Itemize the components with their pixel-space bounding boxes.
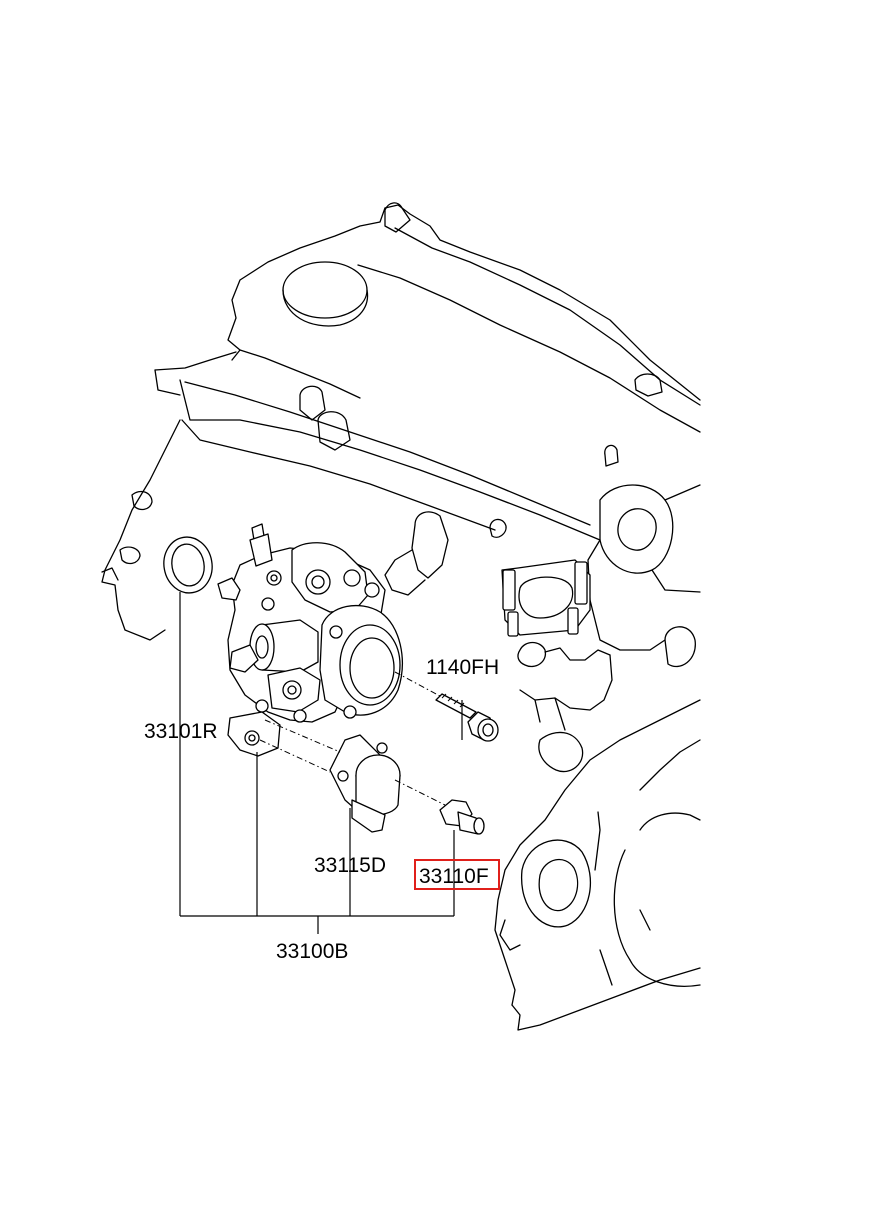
label-33110f[interactable]: 33110F [419, 865, 489, 888]
label-33101r: 33101R [144, 720, 218, 743]
leader-lines [179, 592, 463, 934]
flange-bolt [435, 693, 499, 742]
label-33100b: 33100B [276, 940, 348, 963]
plug-bolt [439, 799, 485, 835]
gasket-ring [163, 536, 213, 594]
assembly-axes [259, 671, 446, 806]
engine-block-outline [101, 202, 701, 1031]
label-1140fh: 1140FH [426, 656, 499, 679]
pressure-sensor [329, 734, 401, 833]
highlight-box [414, 859, 500, 890]
fuel-pump-body [217, 523, 403, 757]
label-33115d: 33115D [314, 854, 386, 877]
